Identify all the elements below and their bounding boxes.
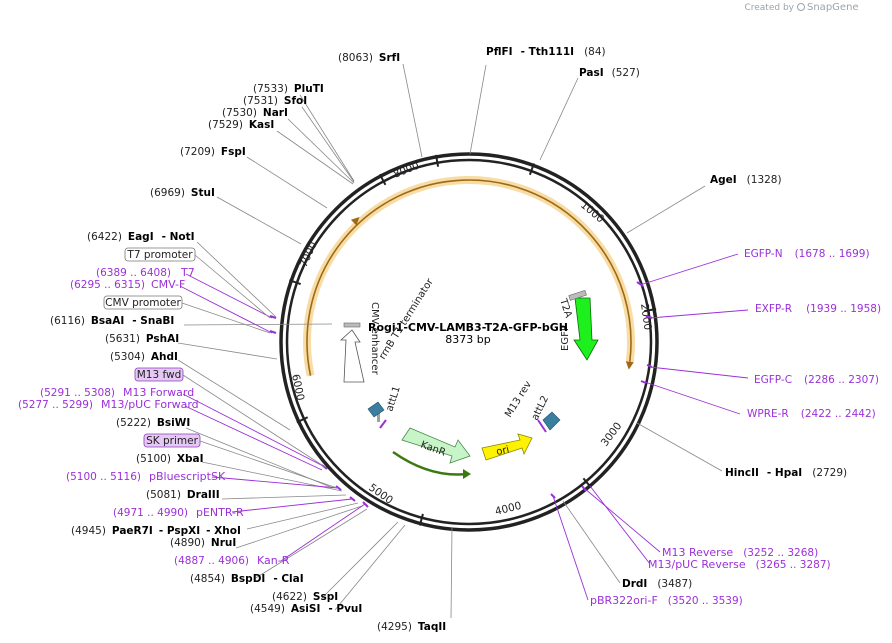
ring-ticks [289,154,657,526]
cmvf-primer[interactable]: (6295 .. 6315)CMV-F [70,278,185,291]
drdi-site[interactable]: DrdI(3487) [622,578,692,590]
primer-leader-lines [179,253,749,601]
attl1-feature[interactable] [367,401,385,418]
nari-site[interactable]: (7530)NarI [222,107,288,119]
brand-created-by: Created by [744,3,794,13]
primer-labels: EGFP-N(1678 .. 1699) EXFP-R(1939 .. 1958… [18,248,881,607]
wprer-primer[interactable]: WPRE-R(2422 .. 2442) [747,408,876,420]
site-labels: (8063)SrfI PflFI- Tth111I(84) PasI(527) … [50,46,847,633]
bsiwi-site[interactable]: (5222)BsiWI [116,417,190,429]
bspdi-site[interactable]: (4854)BspDI- ClaI [190,573,304,585]
ring-tick-5 [296,416,309,424]
m13pucr-primer[interactable]: M13/pUC Reverse(3265 .. 3287) [648,558,831,571]
ring-tick-2 [644,308,657,313]
tick-4000: 4000 [494,500,523,518]
cmv-promoter-label: CMV promoter [105,297,181,309]
m13f-primer[interactable]: (5291 .. 5308)M13 Forward [40,386,194,399]
plasmid-name: Rogi1-CMV-LAMB3-T2A-GFP-bGH [368,321,568,334]
tick-8000: 8000 [392,160,421,181]
ring-tick-1 [528,163,535,176]
sk-primer-box[interactable]: SK primer [143,433,201,448]
m13-fwd-box[interactable]: M13 fwd [134,367,184,382]
kanr-primer[interactable]: (4887 .. 4906)Kan-R [174,554,290,567]
ring-tick-8 [435,154,440,167]
m13fwd-marker [379,419,387,429]
eagi-site[interactable]: (6422)EagI- NotI [87,231,195,243]
pbr-primer[interactable]: pBR322ori-F(3520 .. 3539) [590,594,743,607]
m13rev-label: M13 rev [503,379,534,419]
tick-6000: 6000 [289,373,306,402]
attl2-feature[interactable] [542,411,561,431]
orf-arc [306,179,632,376]
t7-promoter-label: T7 promoter [126,249,193,261]
rrnb-label: rrnB T1 terminator [377,276,436,361]
pflfi-site[interactable]: PflFI- Tth111I(84) [486,46,606,58]
pshai-site[interactable]: (5631)PshAI [105,333,179,345]
t2a-feature[interactable] [568,289,587,301]
nrui-site[interactable]: (4890)NruI [170,537,236,549]
egfp-feature[interactable] [573,297,599,361]
egfpn-primer[interactable]: EGFP-N(1678 .. 1699) [744,248,870,260]
exfpr-primer[interactable]: EXFP-R(1939 .. 1958) [755,303,881,315]
snapgene-logo-icon [797,3,805,11]
rrnb-terminator-feature[interactable] [377,412,380,422]
plasmid-size: 8373 bp [445,333,490,346]
stui-site[interactable]: (6969)StuI [150,187,215,199]
fspi-site[interactable]: (7209)FspI [180,146,246,158]
xbai-site[interactable]: (5100)XbaI [136,453,204,465]
pentr-primer[interactable]: (4971 .. 4990)pENTR-R [113,506,244,519]
kasi-site[interactable]: (7529)KasI [208,119,274,131]
paer7i-site[interactable]: (4945)PaeR7I- PspXI- XhoI [71,525,241,537]
srfi-site[interactable]: (8063)SrfI [338,52,400,64]
ring-tick-3 [582,477,592,489]
sk-primer-label: SK primer [146,435,198,447]
sfoi-site[interactable]: (7531)SfoI [243,95,307,107]
m13rev-marker [537,419,547,433]
m13-fwd-label: M13 fwd [137,369,182,381]
plut-site[interactable]: (7533)PluTI [253,83,324,95]
m13puc-primer[interactable]: (5277 .. 5299)M13/pUC Forward [18,398,199,411]
agei-site[interactable]: AgeI(1328) [710,174,782,186]
ring-tick-7 [378,173,387,186]
kanr-arc-head [463,469,471,479]
snapgene-brand: Created by SnapGene [744,2,858,13]
ring-tick-4 [418,513,424,526]
m13r-primer[interactable]: M13 Reverse(3252 .. 3268) [662,546,818,559]
promoter-marker [343,322,361,328]
hincii-site[interactable]: HincII- HpaI(2729) [725,467,847,479]
orf-arrowhead-left [350,217,360,226]
primer-ring-marks [269,281,653,508]
kanr-feature[interactable] [401,427,471,464]
asisi-site[interactable]: (4549)AsiSI- PvuI [250,603,362,615]
t7-promoter-box[interactable]: T7 promoter [124,247,196,262]
egfpc-primer[interactable]: EGFP-C(2286 .. 2307) [754,374,879,386]
t7-primer[interactable]: (6389 .. 6408)T7 [96,266,195,279]
ahdi-site[interactable]: (5304)AhdI [110,351,178,363]
taqii-site[interactable]: (4295)TaqII [377,621,446,633]
draiii-site[interactable]: (5081)DraIII [146,489,220,501]
ori-feature[interactable] [481,433,533,461]
backbone-outer-ring [279,152,659,532]
orf-arrowhead-right [625,361,634,370]
pasi-site[interactable]: PasI(527) [579,67,640,79]
egfp-label: EGFP [560,325,571,351]
brand-name: SnapGene [807,2,859,13]
cmv-enhancer-feature[interactable] [339,329,365,383]
cmv-enhancer-label: CMV enhancer [369,302,380,376]
pbsk-primer[interactable]: (5100 .. 5116)pBluescriptSK [66,470,226,483]
site-leader-lines [177,63,723,619]
tick-7000: 7000 [298,240,320,269]
sspi-site[interactable]: (4622)SspI [272,591,338,603]
cmv-promoter-box[interactable]: CMV promoter [103,295,183,310]
bsaai-site[interactable]: (6116)BsaAI- SnaBI [50,315,174,327]
ring-tick-6 [289,279,302,285]
ori-label: ori [495,444,510,457]
kanr-arc [392,450,468,476]
backbone-inner-ring [285,158,653,526]
attl1-label: attL1 [384,385,402,413]
